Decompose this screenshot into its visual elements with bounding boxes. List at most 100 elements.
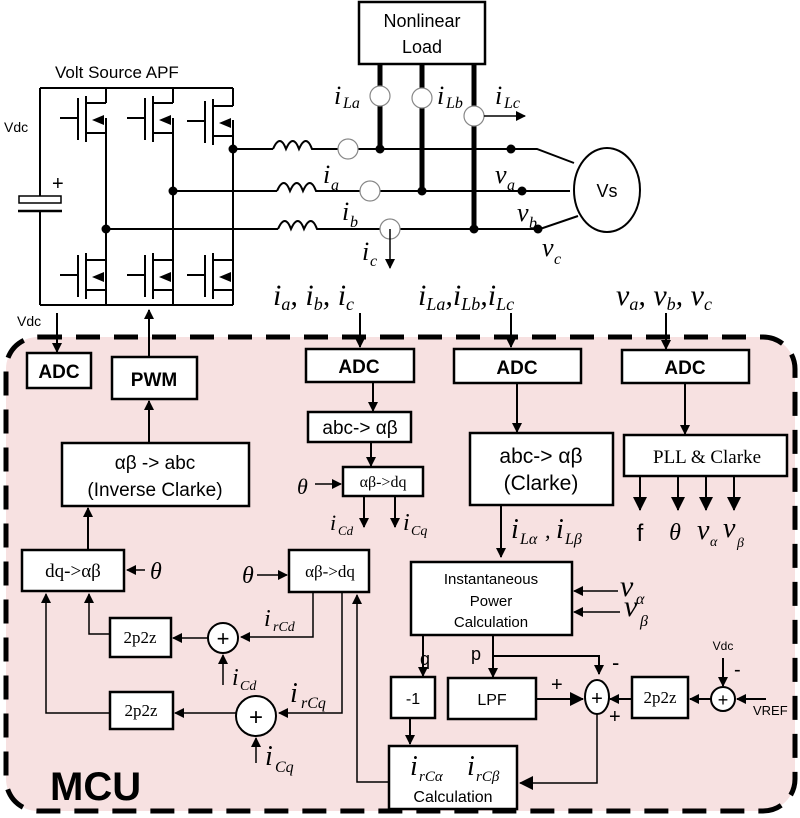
svg-text:Vdc: Vdc [713, 639, 734, 653]
mosfet-icon [187, 253, 233, 299]
svg-text:+: + [718, 690, 729, 710]
svg-text:Cd: Cd [338, 523, 354, 538]
svg-text:β: β [639, 613, 648, 630]
adc-v-block[interactable]: ADC [620, 348, 751, 385]
pll-clarke-block[interactable]: PLL & Clarke [622, 433, 789, 478]
svg-text:c: c [554, 251, 561, 268]
svg-text:ADC: ADC [38, 362, 79, 383]
svg-text:i: i [330, 510, 336, 535]
instantaneous-power-block[interactable]: Instantaneous Power Calculation [409, 560, 574, 637]
svg-text:i: i [264, 606, 271, 632]
svg-text:PLL & Clarke: PLL & Clarke [653, 447, 761, 468]
mosfet-icon [127, 96, 174, 142]
svg-text:α: α [710, 535, 718, 550]
current-sensor-ilc [463, 105, 485, 127]
sum-junction-vdc: + [710, 686, 736, 712]
svg-text:ADC: ADC [664, 358, 705, 379]
mosfet-icon [127, 253, 173, 299]
voltage-source-vs [573, 147, 641, 233]
svg-text:+: + [52, 173, 64, 195]
ab-to-dq-ref-block[interactable]: αβ->dq [287, 548, 371, 594]
svg-text:Calculation: Calculation [413, 789, 492, 806]
current-sensor-ila [369, 85, 391, 107]
svg-text:(Clarke): (Clarke) [504, 472, 579, 495]
svg-text:2p2z: 2p2z [124, 701, 158, 720]
mosfet-icon [187, 99, 234, 145]
compensator-dc-block[interactable]: 2p2z [630, 675, 690, 720]
svg-text:i: i [362, 237, 369, 266]
lpf-block[interactable]: LPF [446, 676, 538, 721]
ab-to-dq-ic-block[interactable]: αβ->dq [341, 465, 425, 498]
pll-output-theta: θ [669, 520, 681, 546]
adc-vdc-block[interactable]: ADC [25, 351, 93, 390]
svg-text:i: i [334, 81, 341, 110]
svg-text:Cd: Cd [240, 679, 257, 694]
svg-text:θ: θ [297, 474, 308, 499]
svg-text:i: i [467, 751, 475, 782]
svg-text:i: i [437, 81, 444, 110]
svg-text:Load: Load [402, 37, 442, 57]
svg-text:LPF: LPF [477, 692, 507, 709]
svg-text:Nonlinear: Nonlinear [383, 11, 460, 31]
svg-text:+: + [591, 688, 603, 710]
ac-lines: i a i b i c [106, 138, 579, 270]
svg-text:v: v [624, 590, 638, 623]
dc-capacitor-icon: + [18, 173, 64, 213]
svg-text:rCα: rCα [419, 769, 444, 785]
svg-text:c: c [370, 253, 377, 270]
svg-text:i: i [403, 510, 410, 536]
svg-text:va, vb, vc: va, vb, vc [616, 279, 712, 314]
pll-output-vbeta: v [723, 513, 736, 544]
svg-text:Vdc: Vdc [17, 313, 41, 329]
svg-text:Lb: Lb [445, 95, 463, 112]
svg-text:b: b [350, 214, 358, 231]
pll-output-valpha: v [697, 515, 710, 546]
svg-text:abc-> αβ: abc-> αβ [499, 445, 582, 468]
svg-text:a: a [331, 177, 339, 194]
svg-text:i: i [232, 665, 239, 691]
dq-to-ab-block[interactable]: dq->αβ [20, 548, 126, 593]
svg-text:Cq: Cq [411, 524, 427, 539]
svg-text:Instantaneous: Instantaneous [444, 571, 538, 588]
mosfet-icon [60, 253, 106, 299]
svg-text:a: a [507, 177, 515, 194]
svg-text:PWM: PWM [131, 370, 177, 391]
inverse-clarke-block[interactable]: αβ -> abc (Inverse Clarke) [60, 441, 251, 508]
svg-text:Cq: Cq [275, 759, 294, 776]
svg-text:p: p [471, 644, 481, 664]
adc-ic-block[interactable]: ADC [304, 347, 416, 384]
svg-text:VREF: VREF [753, 703, 788, 718]
svg-text:Lβ: Lβ [564, 531, 582, 548]
svg-text:θ: θ [242, 563, 254, 589]
compensator-q-block[interactable]: 2p2z [108, 690, 175, 731]
svg-text:β: β [736, 536, 744, 551]
svg-text:Lc: Lc [503, 95, 520, 112]
svg-text:Lα: Lα [519, 531, 538, 548]
nonlinear-load: Nonlinear Load i La i Lb i Lc [334, 0, 526, 234]
svg-text:v: v [620, 570, 634, 603]
current-sensor-ia [337, 138, 359, 160]
dc-voltage-label: Vdc [4, 119, 28, 135]
svg-text:rCd: rCd [273, 620, 296, 635]
svg-text:(Inverse Clarke): (Inverse Clarke) [87, 480, 222, 501]
svg-text:ADC: ADC [496, 358, 537, 379]
svg-text:αβ->dq: αβ->dq [305, 562, 355, 581]
svg-text:v: v [517, 198, 529, 227]
reference-current-block[interactable]: i rCα i rCβ Calculation [387, 744, 519, 811]
inductor-icon [272, 140, 575, 164]
svg-text:Power: Power [470, 593, 513, 610]
svg-text:dq->αβ: dq->αβ [45, 561, 101, 582]
svg-text:rCq: rCq [301, 695, 326, 712]
svg-text:b: b [529, 215, 537, 232]
negate-block[interactable]: -1 [389, 675, 437, 720]
adc-il-block[interactable]: ADC [452, 347, 583, 385]
svg-text:ADC: ADC [338, 357, 379, 378]
abc-to-ab-ic-block[interactable]: abc-> αβ [306, 410, 413, 444]
compensator-d-block[interactable]: 2p2z [108, 616, 173, 659]
svg-text:La: La [342, 95, 360, 112]
clarke-block[interactable]: abc-> αβ (Clarke) [468, 431, 615, 507]
svg-text:q: q [420, 649, 430, 669]
pwm-block[interactable]: PWM [110, 355, 199, 401]
svg-text:-: - [734, 659, 741, 681]
signal-labels-top: ia, ib, ic iLa,iLb,iLc va, vb, vc Vdc [17, 279, 712, 329]
